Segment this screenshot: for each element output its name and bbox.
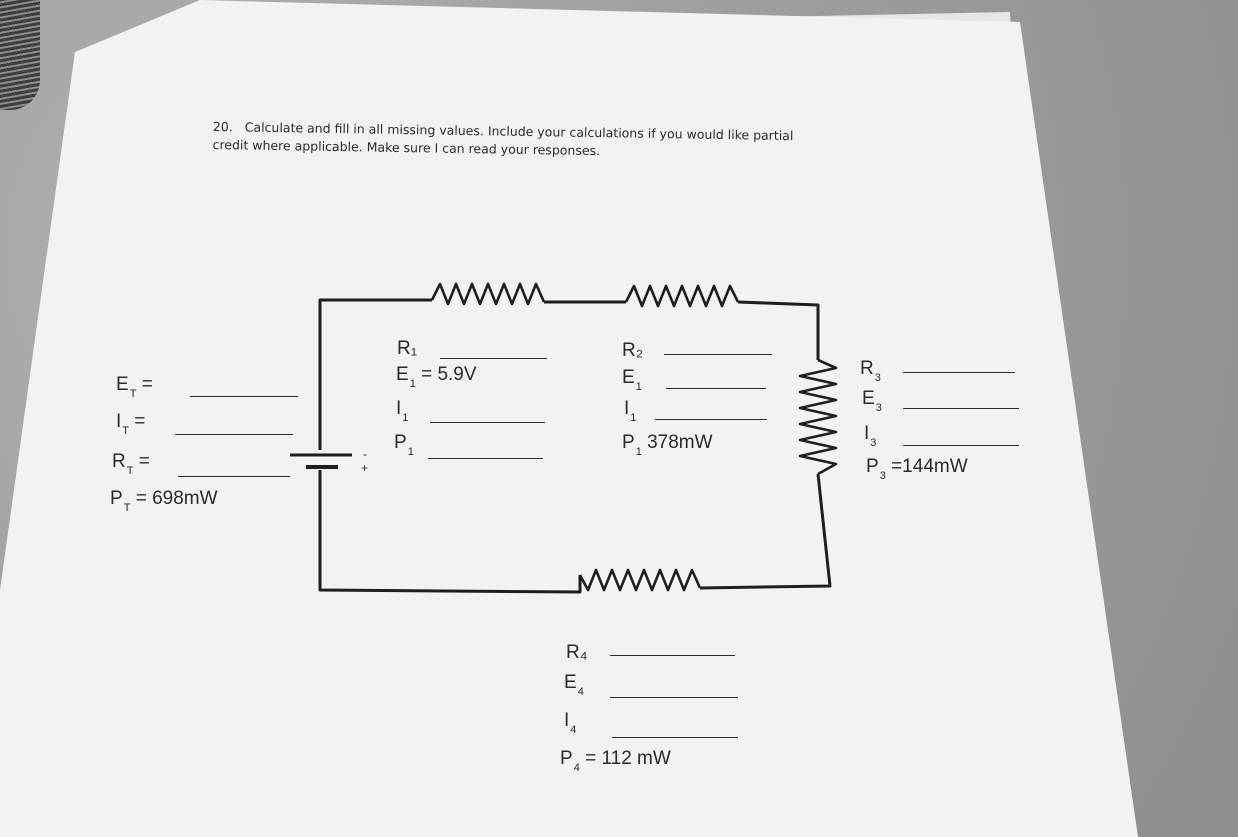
r1-label: R₁ [397,338,418,359]
i3-label: I3 [864,423,877,449]
resistor-r2-symbol [624,284,740,308]
r2-label: R₂ [622,340,644,361]
p4-label: P4 = 112 mW [560,748,671,774]
i4-label: I4 [564,710,577,736]
r4-answer-blank[interactable] [610,655,735,656]
et-answer-blank[interactable] [190,396,298,397]
p2-label: P1 378mW [622,432,713,458]
r3-answer-blank[interactable] [903,372,1015,373]
e3-label: E3 [862,388,882,414]
e4-answer-blank[interactable] [610,697,738,698]
battery-plus-sign: + [361,461,369,475]
battery-minus-sign: - [363,447,367,461]
i2-label: I1 [624,398,637,424]
rt-answer-blank[interactable] [178,476,290,477]
e3-answer-blank[interactable] [903,408,1019,409]
i3-answer-blank[interactable] [903,445,1019,446]
r4-label: R₄ [566,642,588,663]
i1-label: I1 [396,398,409,424]
p3-label: P3 =144mW [866,456,968,482]
p1-answer-blank[interactable] [428,458,543,459]
p1-label: P1 [394,432,414,458]
e2-label: E1 [622,367,642,393]
e4-label: E4 [564,672,584,698]
it-label: IT = [116,411,146,437]
top-right-wire [737,300,820,360]
rt-label: RT = [112,451,150,477]
right-wire [699,473,832,590]
i2-answer-blank[interactable] [655,419,767,420]
top-wire [318,298,432,450]
resistor-r1-symbol [430,282,546,306]
e2-answer-blank[interactable] [666,388,766,389]
r1-answer-blank[interactable] [440,358,547,359]
resistor-r3-symbol [798,358,838,476]
it-answer-blank[interactable] [175,434,293,435]
i4-answer-blank[interactable] [612,737,738,738]
pt-label: PT = 698mW [110,488,218,514]
i1-answer-blank[interactable] [430,422,545,423]
r2-answer-blank[interactable] [664,354,772,355]
bottom-wire [318,470,582,594]
notebook-coil [0,0,40,110]
et-label: ET = [116,374,153,400]
r3-label: R3 [860,358,881,384]
e1-label: E1 = 5.9V [396,364,477,390]
resistor-r4-symbol [578,568,702,592]
